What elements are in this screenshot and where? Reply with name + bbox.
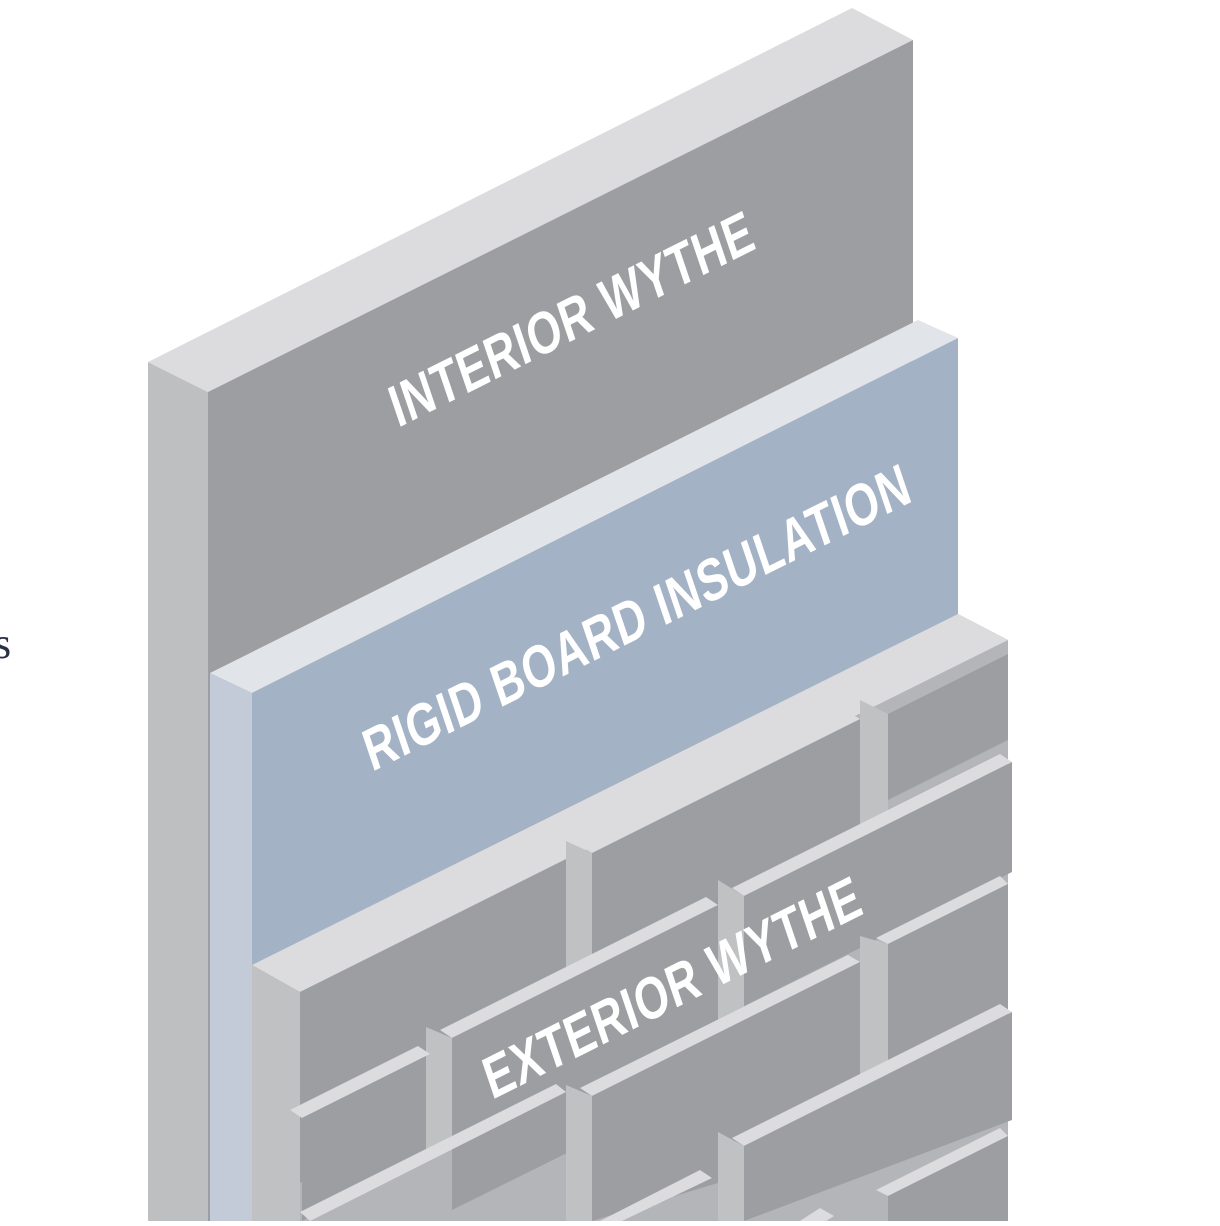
brick: [888, 654, 1008, 800]
brick-top: [290, 1046, 430, 1118]
brick-side: [718, 1132, 744, 1221]
interior-wythe-top: [148, 8, 913, 392]
interior-wythe-side: [148, 362, 208, 1221]
brick: [888, 1136, 1008, 1221]
insulation-top: [210, 320, 958, 693]
brick: [302, 1056, 426, 1221]
brick-top: [732, 754, 1012, 896]
brick-top: [580, 955, 860, 1096]
brick-top: [876, 876, 1008, 944]
brick: [452, 905, 718, 1210]
brick-top: [440, 897, 718, 1038]
brick-top: [800, 1208, 834, 1221]
brick-top: [876, 1128, 1008, 1196]
exterior-side: [252, 965, 300, 1221]
brick-side: [426, 1027, 452, 1152]
brick: [744, 1012, 1012, 1221]
insulation-side: [210, 673, 252, 1221]
exterior-wythe-layer: EXTERIOR WYTHE: [252, 614, 1012, 1221]
brick-course-2: [290, 754, 1012, 1221]
brick-course-4: [600, 1004, 1012, 1221]
cut-off-text: s: [0, 619, 12, 668]
brick-top: [600, 1170, 712, 1221]
exterior-top-ledge: [252, 614, 1008, 992]
brick-top: [300, 1084, 566, 1221]
brick-side: [566, 1085, 592, 1221]
brick: [744, 762, 1012, 1006]
brick-top: [732, 1004, 1012, 1146]
brick-top: [580, 712, 860, 853]
